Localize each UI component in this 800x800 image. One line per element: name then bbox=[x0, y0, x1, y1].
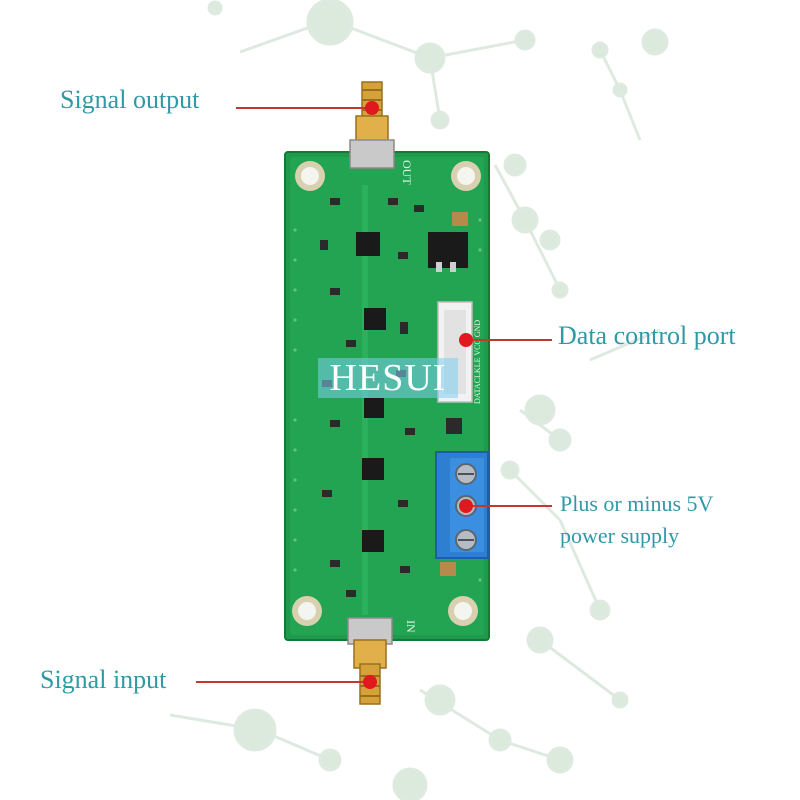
out-marking: OUT bbox=[400, 160, 414, 185]
callout-data-control-port bbox=[459, 333, 552, 347]
rf-amplifier-board: DATACLKLE VCC GND OUT IN bbox=[284, 151, 490, 641]
voltage-regulator bbox=[428, 232, 468, 268]
chip bbox=[364, 398, 384, 418]
callout-power-supply bbox=[459, 499, 552, 513]
power-supply-label-line1: Plus or minus 5V bbox=[560, 491, 714, 516]
capacitor bbox=[452, 212, 468, 226]
signal-output-label: Signal output bbox=[60, 85, 200, 114]
capacitor bbox=[446, 418, 462, 434]
sma-output-connector bbox=[349, 81, 395, 169]
capacitor bbox=[440, 562, 456, 576]
chip bbox=[364, 308, 386, 330]
mounting-hole bbox=[448, 596, 478, 626]
sma-input-connector bbox=[347, 617, 393, 705]
chip bbox=[362, 458, 384, 480]
in-marking: IN bbox=[404, 620, 418, 633]
power-terminal-block bbox=[435, 451, 489, 559]
background-molecule-pattern bbox=[169, 0, 669, 800]
hesui-watermark: HESUI bbox=[318, 358, 458, 398]
via-pattern bbox=[293, 218, 482, 582]
signal-input-label: Signal input bbox=[40, 665, 167, 694]
chip bbox=[362, 530, 384, 552]
mounting-hole bbox=[451, 161, 481, 191]
chip bbox=[356, 232, 380, 256]
power-supply-label-line2: power supply bbox=[560, 523, 680, 548]
mounting-hole bbox=[295, 161, 325, 191]
data-control-port-label: Data control port bbox=[558, 321, 736, 350]
connector-pin-labels: DATACLKLE VCC GND bbox=[473, 320, 482, 404]
callout-signal-input bbox=[196, 675, 377, 689]
mounting-hole bbox=[292, 596, 322, 626]
callout-signal-output bbox=[236, 101, 379, 115]
